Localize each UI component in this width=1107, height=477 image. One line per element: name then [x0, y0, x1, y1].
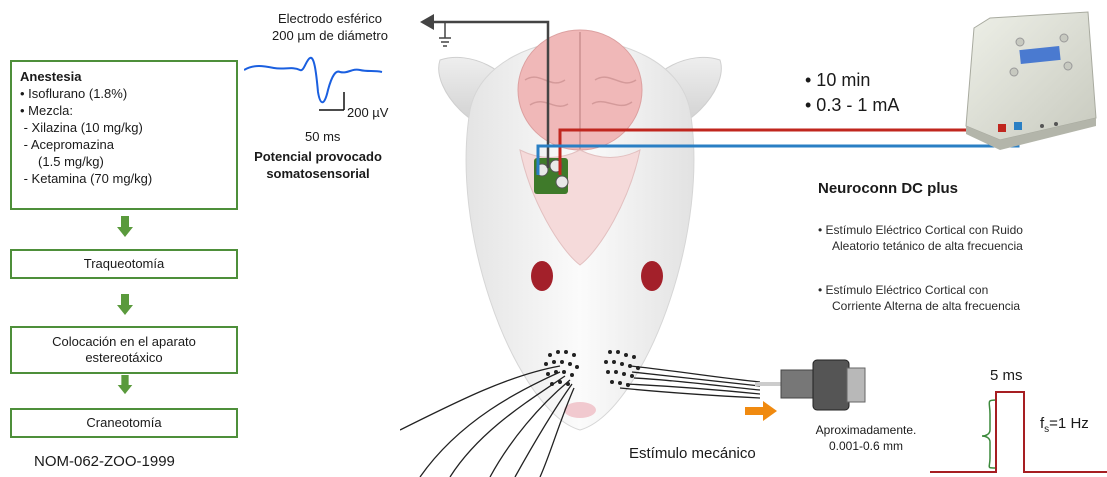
pulse-width-label: 5 ms [990, 367, 1023, 384]
stim-mode-line: • Estímulo Eléctrico Cortical con [818, 282, 1020, 298]
stim-mode-line: • Estímulo Eléctrico Cortical con Ruido [818, 222, 1023, 238]
approx-line: Aproximadamente. [800, 422, 932, 438]
stim-mode-1: • Estímulo Eléctrico Cortical con Ruido … [818, 222, 1023, 254]
stim-mode-line: Aleatorio tetánico de alta frecuencia [818, 238, 1023, 254]
stimulator-device-illustration [960, 8, 1100, 158]
duration-label: • 10 min [805, 70, 870, 91]
device-name: Neuroconn DC plus [818, 180, 958, 197]
approx-label: Aproximadamente. 0.001-0.6 mm [800, 422, 932, 454]
stim-mode-2: • Estímulo Eléctrico Cortical con Corrie… [818, 282, 1020, 314]
arrow-right-icon [745, 401, 777, 421]
frequency-value: =1 Hz [1049, 415, 1089, 432]
frequency-label: fs=1 Hz [1040, 415, 1089, 435]
stim-mode-line: Corriente Alterna de alta frecuencia [818, 298, 1020, 314]
current-label: • 0.3 - 1 mA [805, 95, 899, 116]
mechanical-label: Estímulo mecánico [629, 445, 756, 462]
approx-line: 0.001-0.6 mm [800, 438, 932, 454]
